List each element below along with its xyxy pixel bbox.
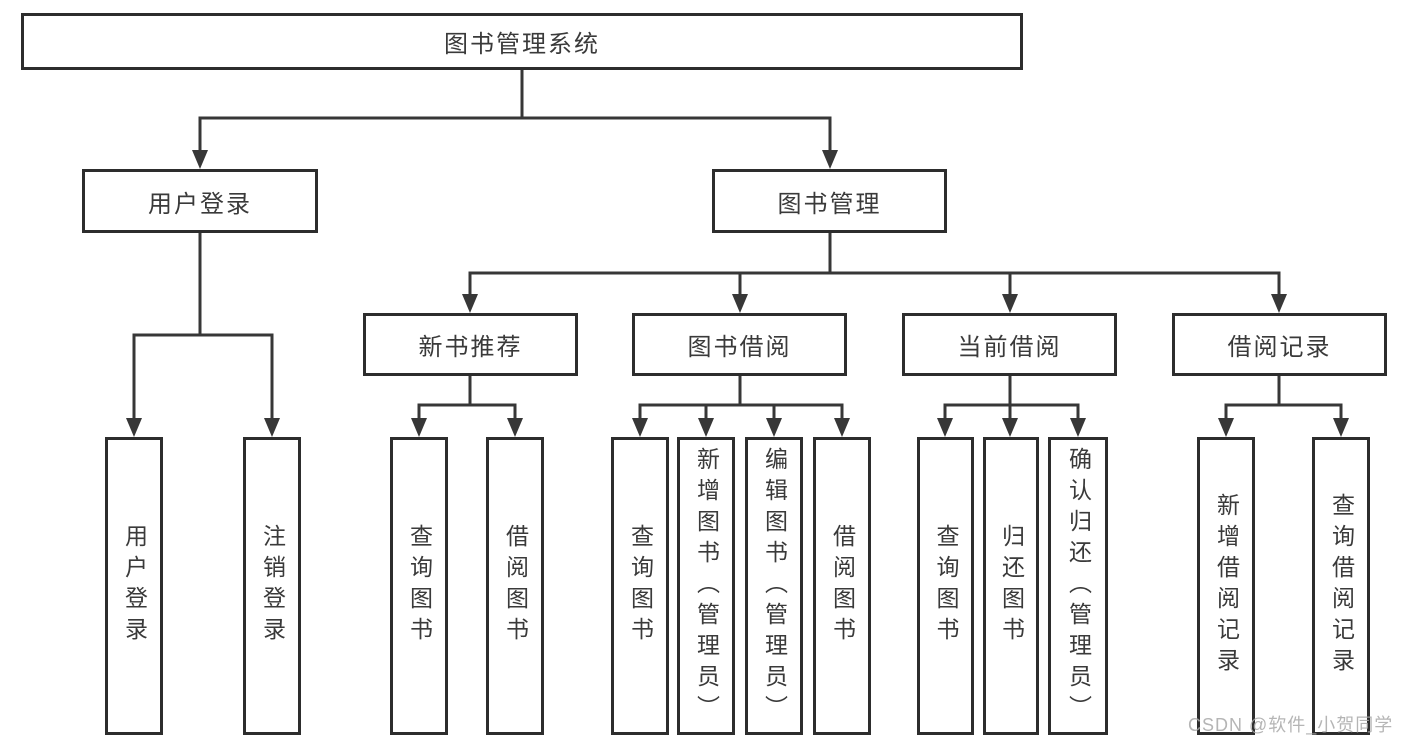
leaf-query-books-borrowing-label: 查询图书: [627, 524, 654, 648]
leaf-query-books-borrowing: 查询图书: [611, 437, 669, 735]
leaf-query-books-current-label: 查询图书: [933, 524, 959, 648]
watermark: CSDN @软件_小贺同学: [1188, 715, 1394, 735]
leaf-add-book-admin: 新增图书（管理员）: [677, 437, 735, 735]
leaf-return-book: 归还图书: [983, 437, 1039, 735]
leaf-add-borrow-record-label: 新增借阅记录: [1213, 493, 1240, 679]
leaf-edit-book-admin-label: 编辑图书（管理员）: [761, 446, 788, 726]
leaf-user-login: 用户登录: [105, 437, 163, 735]
leaf-borrow-books-borrowing: 借阅图书: [813, 437, 871, 735]
leaf-logout-label: 注销登录: [259, 524, 286, 648]
leaf-add-borrow-record: 新增借阅记录: [1197, 437, 1255, 735]
leaf-add-book-admin-label: 新增图书（管理员）: [693, 446, 720, 726]
leaf-query-borrow-record-label: 查询借阅记录: [1328, 493, 1355, 679]
leaf-query-books-current: 查询图书: [917, 437, 974, 735]
leaf-edit-book-admin: 编辑图书（管理员）: [745, 437, 803, 735]
leaf-query-borrow-record: 查询借阅记录: [1312, 437, 1370, 735]
node-current-borrowing: 当前借阅: [902, 313, 1117, 376]
node-borrowing-records: 借阅记录: [1172, 313, 1387, 376]
leaf-return-book-label: 归还图书: [998, 524, 1025, 648]
node-user-login-group: 用户登录: [82, 169, 318, 233]
leaf-borrow-books-borrowing-label: 借阅图书: [829, 524, 856, 648]
leaf-query-books-recommend-label: 查询图书: [406, 524, 433, 648]
leaf-confirm-return-admin-label: 确认归还（管理员）: [1065, 446, 1092, 726]
node-new-book-recommend: 新书推荐: [363, 313, 578, 376]
leaf-confirm-return-admin: 确认归还（管理员）: [1048, 437, 1108, 735]
leaf-user-login-label: 用户登录: [121, 524, 148, 648]
leaf-logout: 注销登录: [243, 437, 301, 735]
node-book-management: 图书管理: [712, 169, 947, 233]
node-book-borrowing: 图书借阅: [632, 313, 847, 376]
leaf-borrow-books-recommend: 借阅图书: [486, 437, 544, 735]
leaf-query-books-recommend: 查询图书: [390, 437, 448, 735]
node-library-system: 图书管理系统: [21, 13, 1023, 70]
leaf-borrow-books-recommend-label: 借阅图书: [502, 524, 529, 648]
